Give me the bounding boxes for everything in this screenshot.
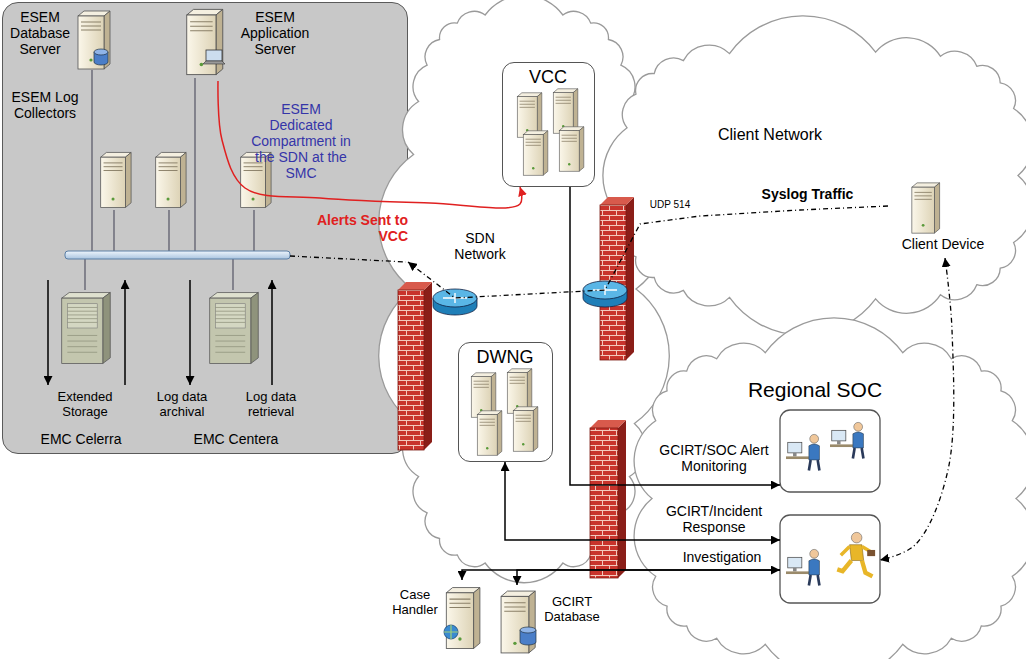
- network-bus: [65, 70, 406, 290]
- connector: [218, 81, 522, 208]
- log-collector-icon: [241, 152, 271, 207]
- node-label: GCIRT Database: [542, 595, 602, 625]
- storage-arrow: [47, 280, 49, 385]
- node-label: Client Network: [690, 126, 850, 144]
- edge-label: Investigation: [672, 549, 772, 565]
- storage-icon: [210, 293, 259, 364]
- application-server-icon: [203, 61, 225, 64]
- storage-icon: [62, 293, 111, 364]
- connector: [408, 206, 888, 298]
- log-collector-icon: [101, 152, 131, 207]
- node-label: EMC Centera: [181, 431, 291, 447]
- server-group-icon: [477, 411, 502, 455]
- firewall: [590, 428, 618, 578]
- application-server-icon: [187, 9, 225, 74]
- cloud-outline: [603, 16, 1026, 335]
- gcirt-database-icon: [520, 627, 536, 633]
- node-label: DWNG: [459, 347, 551, 368]
- server-group-icon: [513, 407, 538, 451]
- server-node: Client Device: [888, 180, 1000, 258]
- firewall: [626, 197, 634, 360]
- network-cloud: Regional SOC: [638, 338, 1026, 659]
- firewall: [590, 420, 626, 428]
- node-label: EMC Celerra: [31, 431, 131, 447]
- edge-label: GCIRT/SOC Alert Monitoring: [655, 442, 773, 474]
- router: [593, 285, 617, 295]
- log-collector-icon: [101, 152, 271, 207]
- soc-work-area: [830, 422, 863, 458]
- node-label: Case Handler: [390, 588, 440, 618]
- soc-work-area: [780, 410, 880, 603]
- annotation-label: Log data archival: [146, 390, 218, 420]
- gcirt-database-icon: [501, 591, 536, 653]
- node-label: ESEM Log Collectors: [9, 89, 81, 121]
- router: [443, 293, 467, 303]
- server-group-icon: [559, 127, 584, 171]
- network-bus: [290, 256, 406, 262]
- annotation-label: Extended Storage: [40, 390, 130, 420]
- node-label: Regional SOC: [725, 378, 905, 402]
- node-label: ESEM Database Server: [7, 9, 73, 57]
- firewall: [398, 197, 634, 578]
- firewall: [398, 282, 432, 290]
- connector: [880, 258, 954, 560]
- cloud-outline: [379, 0, 670, 583]
- server-group-icon: [523, 131, 548, 175]
- edge-label: GCIRT/Incident Response: [655, 503, 773, 535]
- storage-arrow: [189, 280, 191, 385]
- client-device-icon: [912, 183, 940, 233]
- router: [433, 289, 477, 307]
- application-server-icon: [187, 9, 223, 74]
- annotation-label: Log data retrieval: [232, 390, 310, 420]
- firewall: [398, 290, 424, 450]
- firewall: [600, 197, 634, 205]
- gcirt-database-icon: [501, 591, 535, 653]
- case-handler-icon: [444, 625, 458, 639]
- node-label: ESEM Dedicated Compartment in the SDN at…: [251, 101, 351, 181]
- cloud-outline: [612, 38, 1026, 313]
- client-device-icon: [912, 183, 940, 233]
- storage-icon: [62, 293, 259, 364]
- cloud-outline: [634, 318, 1026, 659]
- log-collector-icon: [156, 152, 186, 207]
- connector: [517, 570, 780, 585]
- annotation-label: UDP 514: [645, 199, 695, 211]
- application-server-icon: [206, 50, 222, 61]
- soc-work-area: [780, 410, 880, 492]
- network-bus: [65, 251, 290, 259]
- soc-work-area: [786, 549, 819, 585]
- database-server-icon: [78, 11, 110, 69]
- soc-work-area: [837, 532, 875, 576]
- edge-label: Syslog Traffic: [750, 186, 865, 202]
- server-group-icon: [471, 89, 584, 455]
- case-handler-icon: [444, 588, 480, 649]
- firewall: [618, 420, 626, 578]
- connector: [462, 570, 780, 580]
- database-server-icon: [94, 49, 108, 55]
- router: [583, 281, 627, 299]
- node-label: Client Device: [888, 236, 998, 252]
- node-label: ESEM Application Server: [229, 9, 321, 57]
- firewall: [424, 282, 432, 450]
- connector: [570, 187, 780, 485]
- edge-label: Alerts Sent to VCC: [298, 212, 408, 244]
- soc-work-area: [786, 434, 819, 470]
- database-server-icon: [78, 11, 110, 69]
- storage-arrow: [271, 280, 273, 385]
- soc-work-area: [780, 515, 880, 603]
- storage-arrow: [48, 280, 272, 385]
- node-label: SDN Network: [440, 230, 520, 262]
- router: [433, 281, 627, 315]
- node-label: VCC: [503, 67, 593, 88]
- case-handler-icon: [444, 625, 458, 639]
- network-cloud: Client NetworkClient Device: [612, 38, 1026, 313]
- storage-arrow: [124, 280, 126, 385]
